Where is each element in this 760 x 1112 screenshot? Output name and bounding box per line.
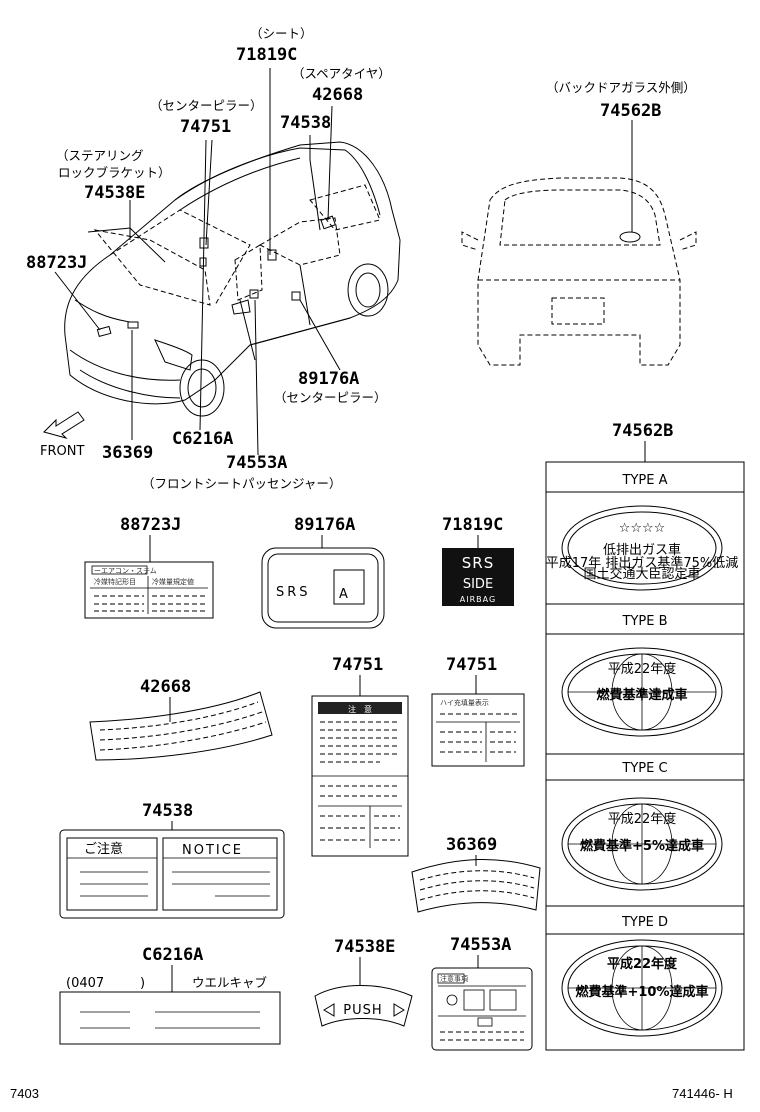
label-74553a[interactable]: 74553A 注意事項	[431, 935, 533, 1051]
label-74751-a[interactable]: 74751 注 意	[311, 655, 409, 857]
part-number-71819c: 71819C	[442, 515, 503, 535]
srs-side-line2: SIDE	[463, 577, 493, 592]
front-arrow-icon	[43, 411, 85, 439]
callout-89176a[interactable]: 89176A	[298, 369, 359, 389]
label-74538[interactable]: 74538 ご注意 NOTICE	[59, 801, 285, 919]
srs-side-line1: SRS	[462, 554, 494, 572]
right-arrow-icon	[393, 1003, 405, 1017]
type-c-label: TYPE C	[621, 761, 667, 776]
center-pillar-note-2: （センターピラー）	[274, 390, 387, 405]
srs-a-letter: A	[339, 587, 348, 602]
c6216a-code: (0407	[66, 976, 104, 991]
part-number-74751-b: 74751	[446, 655, 497, 675]
type-b-main: 燃費基準達成車	[596, 687, 687, 703]
label-42668[interactable]: 42668	[89, 677, 273, 761]
part-number-89176a: 89176A	[294, 515, 355, 535]
backdoor-glass-note: （バックドアガラス外側）	[546, 80, 696, 95]
part-number-88723j: 88723J	[120, 515, 181, 535]
callout-74562b[interactable]: 74562B	[600, 101, 661, 121]
front-car-illustration	[64, 141, 401, 417]
rear-car-illustration	[461, 120, 697, 366]
part-number-74538e: 74538E	[334, 937, 395, 957]
notice-en: NOTICE	[182, 843, 243, 858]
label-c6216a[interactable]: C6216A (0407 ) ウエルキャブ	[59, 945, 281, 1045]
type-d-year: 平成22年度	[607, 956, 678, 972]
callout-74751[interactable]: 74751	[180, 117, 231, 137]
label-88723j-header: ーエアコン・ステム	[94, 567, 157, 575]
passenger-note: （フロントシートパッセンジャー）	[142, 476, 341, 491]
type-d-main: 燃費基準+10%達成車	[575, 984, 708, 1000]
type-a-label: TYPE A	[622, 473, 668, 488]
callout-42668[interactable]: 42668	[312, 85, 363, 105]
part-number-42668: 42668	[140, 677, 191, 697]
srs-a-text: SRS	[276, 585, 311, 600]
type-c-year: 平成22年度	[608, 811, 677, 827]
label-71819c[interactable]: 71819C SRS SIDE AIRBAG	[442, 515, 514, 606]
label-89176a[interactable]: 89176A SRS A	[261, 515, 385, 629]
callout-74538[interactable]: 74538	[280, 113, 331, 133]
footer-left-code: 7403	[10, 1086, 39, 1101]
seat-note: （シート）	[250, 26, 313, 41]
steering-note-1: （ステアリング	[56, 148, 144, 163]
spare-tire-note: （スペアタイヤ）	[292, 66, 391, 81]
front-car-leaders	[54, 68, 341, 456]
type-d-label: TYPE D	[621, 915, 668, 930]
part-number-74553a: 74553A	[450, 935, 511, 955]
steering-note-2: ロックブラケット）	[58, 165, 171, 180]
label-74751-b[interactable]: 74751 ハイ充填量表示	[431, 655, 525, 767]
callout-36369[interactable]: 36369	[102, 443, 153, 463]
type-a-main: 低排出ガス車	[603, 543, 681, 558]
front-label: FRONT	[40, 444, 84, 459]
part-number-74538: 74538	[142, 801, 193, 821]
part-number-c6216a: C6216A	[142, 945, 203, 965]
type-a-stars: ☆☆☆☆	[619, 521, 666, 536]
center-pillar-note-1: （センターピラー）	[150, 98, 263, 113]
left-arrow-icon	[323, 1003, 335, 1017]
label-74751-caution: 注 意	[348, 704, 372, 714]
label-88723j[interactable]: 88723J ーエアコン・ステム 冷媒特記形目 冷媒量規定値	[84, 515, 214, 619]
caution-jp: ご注意	[84, 841, 123, 857]
part-number-36369: 36369	[446, 835, 497, 855]
type-b-year: 平成22年度	[608, 661, 677, 677]
footer-right-code: 741446- H	[672, 1086, 733, 1101]
label-74751-b-header: ハイ充填量表示	[440, 698, 489, 707]
c6216a-name: ウエルキャブ	[192, 975, 268, 990]
type-a-line2: 国土交通大臣認定車	[583, 566, 700, 582]
label-74538e[interactable]: 74538E PUSH	[314, 937, 413, 1027]
callout-74538e[interactable]: 74538E	[84, 183, 145, 203]
label-88723j-col2: 冷媒量規定値	[152, 577, 194, 586]
callout-74553a[interactable]: 74553A	[226, 453, 287, 473]
srs-side-line3: AIRBAG	[460, 595, 496, 604]
push-text: PUSH	[343, 1003, 382, 1018]
callout-c6216a[interactable]: C6216A	[172, 429, 233, 449]
label-74553a-title: 注意事項	[440, 974, 468, 983]
callout-71819c[interactable]: 71819C	[236, 45, 297, 65]
part-number-74751-a: 74751	[332, 655, 383, 675]
label-88723j-col1: 冷媒特記形目	[94, 577, 136, 586]
label-74562b[interactable]: 74562B TYPE A ☆☆☆☆ 低排出ガス車 平成17年 排出ガス基準75…	[545, 421, 745, 1051]
type-c-main: 燃費基準+5%達成車	[580, 838, 704, 854]
type-b-label: TYPE B	[622, 614, 668, 629]
front-car-callouts: （シート） 71819C （スペアタイヤ） 42668 （センターピラー） 74…	[26, 26, 391, 491]
label-36369[interactable]: 36369	[411, 835, 541, 913]
type-a-line1: 平成17年 排出ガス基準75%低減	[546, 555, 739, 571]
callout-88723j[interactable]: 88723J	[26, 253, 87, 273]
part-number-74562b: 74562B	[612, 421, 673, 441]
c6216a-paren: )	[140, 976, 145, 991]
